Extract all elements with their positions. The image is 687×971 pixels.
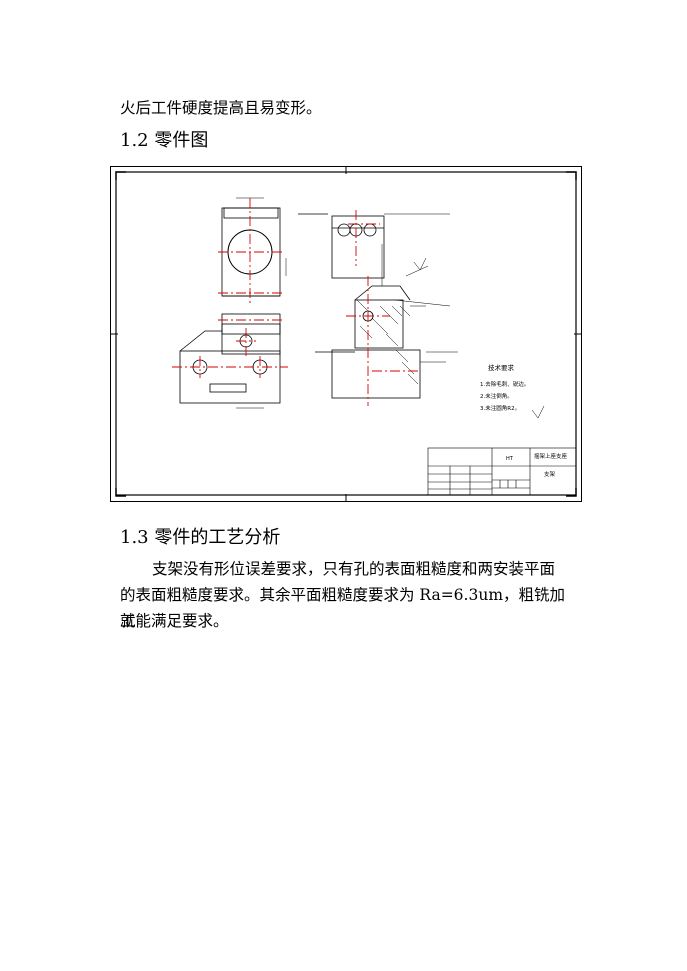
tech-req-2: 2.未注倒角。 bbox=[480, 392, 513, 400]
part-drawing: 技术要求 1.去除毛刺、锐边。 2.未注倒角。 3.未注圆角R2。 HT 摇架上… bbox=[110, 166, 582, 502]
section-view bbox=[298, 213, 421, 399]
section-heading-process-analysis: 1.3 零件的工艺分析 bbox=[120, 527, 281, 548]
section-hatching bbox=[356, 299, 419, 385]
title-block-material: HT bbox=[506, 456, 514, 462]
title-block bbox=[427, 447, 577, 496]
paragraph-line-3: 就能满足要求。 bbox=[120, 612, 229, 630]
intro-line: 火后工件硬度提高且易变形。 bbox=[120, 99, 322, 117]
tech-req-1: 1.去除毛刺、锐边。 bbox=[480, 380, 529, 388]
paragraph-line-1: 支架没有形位误差要求，只有孔的表面粗糙度和两安装平面 bbox=[120, 556, 572, 582]
tech-req-3: 3.未注圆角R2。 bbox=[480, 404, 520, 412]
tech-req-title: 技术要求 bbox=[488, 363, 515, 372]
paragraph-line-2: 的表面粗糙度要求。其余平面粗糙度要求为 Ra=6.3um，粗铣加工 bbox=[120, 586, 566, 630]
title-block-name: 摇架上座支座 bbox=[534, 452, 568, 460]
section-heading-parts-drawing: 1.2 零件图 bbox=[120, 130, 209, 151]
title-block-company: 支架 bbox=[544, 470, 556, 478]
paragraph-line-1-text: 支架没有形位误差要求，只有孔的表面粗糙度和两安装平面 bbox=[152, 560, 556, 578]
technical-requirements: 技术要求 1.去除毛刺、锐边。 2.未注倒角。 3.未注圆角R2。 bbox=[480, 363, 529, 412]
left-view bbox=[179, 207, 281, 404]
